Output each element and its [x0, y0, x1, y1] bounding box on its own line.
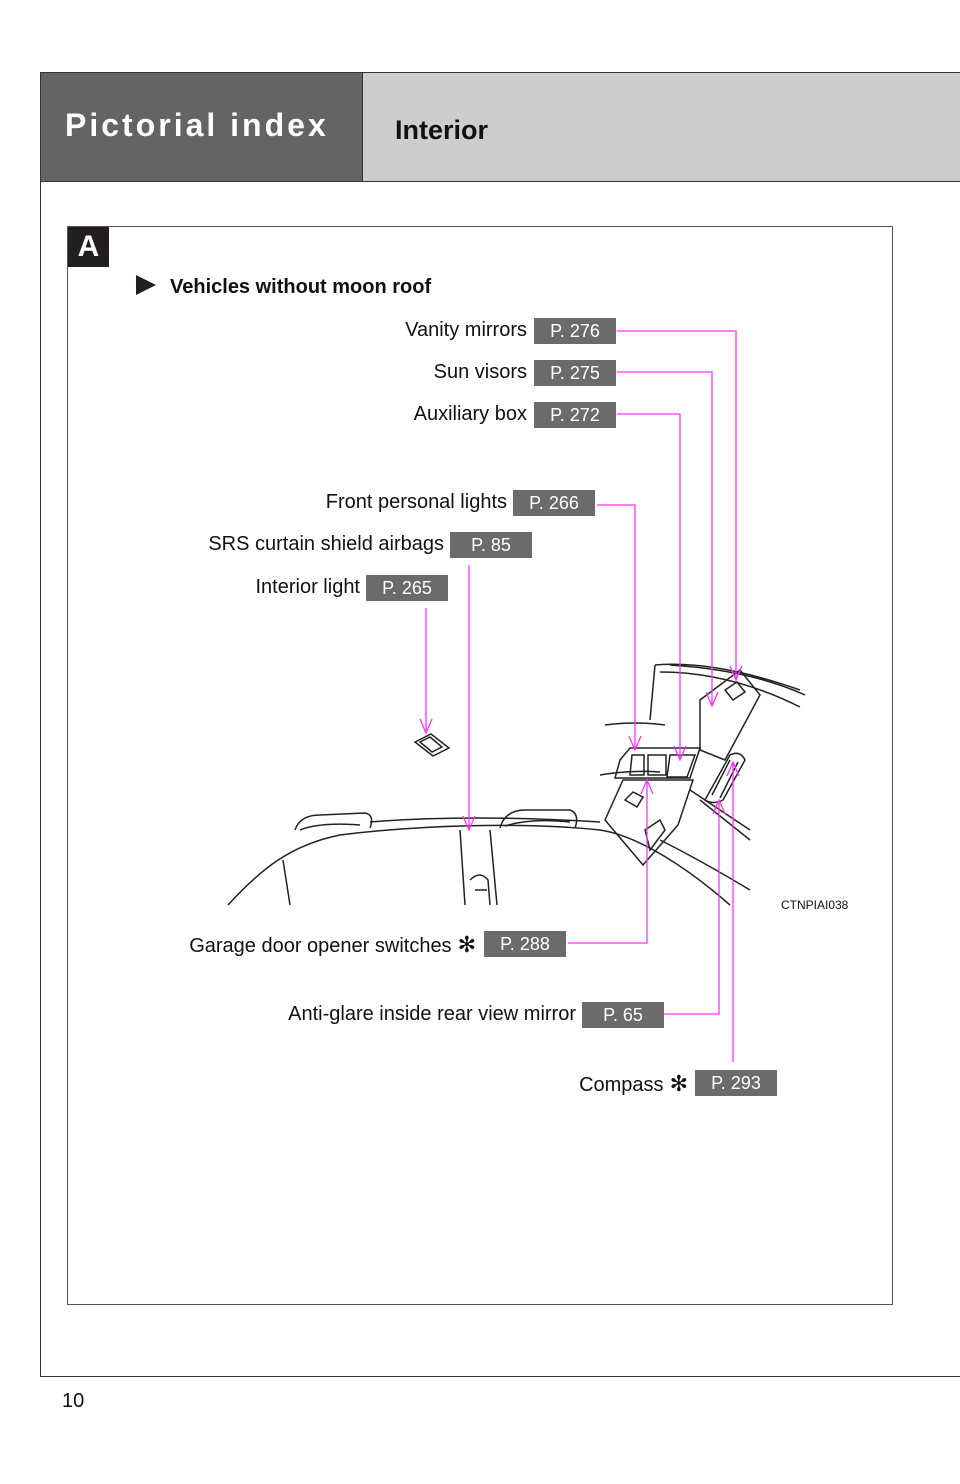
leader-interior-light	[419, 608, 433, 735]
page-ref-compass[interactable]: P. 293	[695, 1070, 777, 1096]
page-ref-front-personal-lights[interactable]: P. 266	[513, 490, 595, 516]
asterisk-icon: ✻	[457, 932, 476, 957]
page-title: Interior	[395, 115, 489, 145]
triangle-icon	[136, 275, 156, 295]
asterisk-icon: ✻	[669, 1071, 688, 1096]
callout-label-front-personal-lights: Front personal lights	[325, 491, 507, 513]
leader-srs-airbags	[462, 565, 476, 832]
figure-code: CTNPIAI038	[781, 898, 849, 912]
leader-auxiliary-box	[617, 413, 687, 762]
callout-label-auxiliary-box: Auxiliary box	[413, 403, 527, 425]
page-ref-garage-door[interactable]: P. 288	[484, 931, 566, 957]
page-ref-anti-glare-mirror[interactable]: P. 65	[582, 1002, 664, 1028]
page-ref-sun-visors[interactable]: P. 275	[534, 360, 616, 386]
page-ref-interior-light[interactable]: P. 265	[366, 575, 448, 601]
page-ref-srs-airbags[interactable]: P. 85	[450, 532, 532, 558]
panel-subtitle: Vehicles without moon roof	[136, 275, 431, 299]
section-title: Pictorial index	[65, 107, 329, 143]
panel-badge: A	[68, 227, 109, 267]
page-ref-auxiliary-box[interactable]: P. 272	[534, 402, 616, 428]
page-ref-vanity-mirrors[interactable]: P. 276	[534, 318, 616, 344]
page-header: Interior	[362, 72, 960, 182]
callout-label-anti-glare-mirror: Anti-glare inside rear view mirror	[288, 1003, 576, 1025]
leader-anti-glare-mirror	[664, 798, 726, 1015]
page-number: 10	[62, 1390, 85, 1412]
leader-front-personal-lights	[597, 504, 642, 752]
callout-label-compass: Compass✻	[579, 1071, 688, 1096]
callout-label-garage-door: Garage door opener switches✻	[189, 932, 476, 957]
leader-sun-visors	[617, 371, 719, 708]
section-header: Pictorial index	[40, 72, 363, 182]
callout-label-sun-visors: Sun visors	[433, 361, 527, 383]
callout-label-srs-airbags: SRS curtain shield airbags	[208, 533, 444, 555]
callout-label-vanity-mirrors: Vanity mirrors	[405, 319, 527, 341]
callout-label-interior-light: Interior light	[255, 576, 361, 598]
leader-vanity-mirrors	[617, 330, 743, 682]
leader-garage-door	[568, 778, 654, 944]
leader-lines	[419, 330, 743, 1062]
leader-compass	[726, 760, 740, 1062]
figure-panel	[67, 226, 893, 1305]
